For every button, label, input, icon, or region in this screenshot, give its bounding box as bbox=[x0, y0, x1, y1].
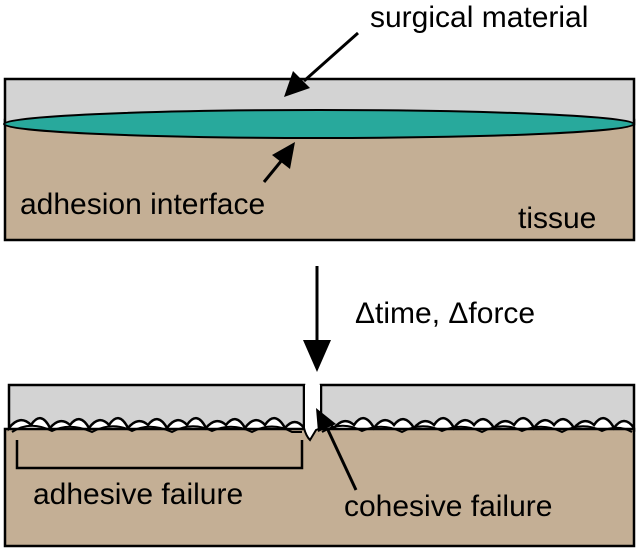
adhesion-interface-arrow bbox=[262, 142, 295, 183]
crack-gap bbox=[303, 385, 322, 442]
surgical-material-arrow bbox=[284, 31, 359, 97]
adhesive-failure-label: adhesive failure bbox=[33, 478, 243, 511]
cohesive-failure-label: cohesive failure bbox=[344, 490, 552, 523]
left-surgical-material-block bbox=[7, 383, 306, 432]
surgical-material-label: surgical material bbox=[370, 1, 588, 34]
left-torn-fragments bbox=[11, 424, 302, 434]
tissue-label: tissue bbox=[518, 202, 596, 235]
right-torn-fragments bbox=[321, 424, 633, 434]
cohesive-failure-arrow bbox=[316, 408, 358, 491]
adhesion-interface-label: adhesion interface bbox=[20, 188, 265, 221]
process-label: Δtime, Δforce bbox=[355, 297, 535, 330]
adhesive-failure-bracket bbox=[15, 440, 304, 470]
adhesion-interface-ellipse bbox=[3, 109, 635, 139]
intact-panel bbox=[3, 77, 636, 242]
top-tissue-layer bbox=[3, 118, 636, 242]
failure-panel bbox=[3, 383, 636, 548]
right-surgical-material-block bbox=[319, 383, 636, 432]
process-arrow bbox=[303, 266, 331, 372]
